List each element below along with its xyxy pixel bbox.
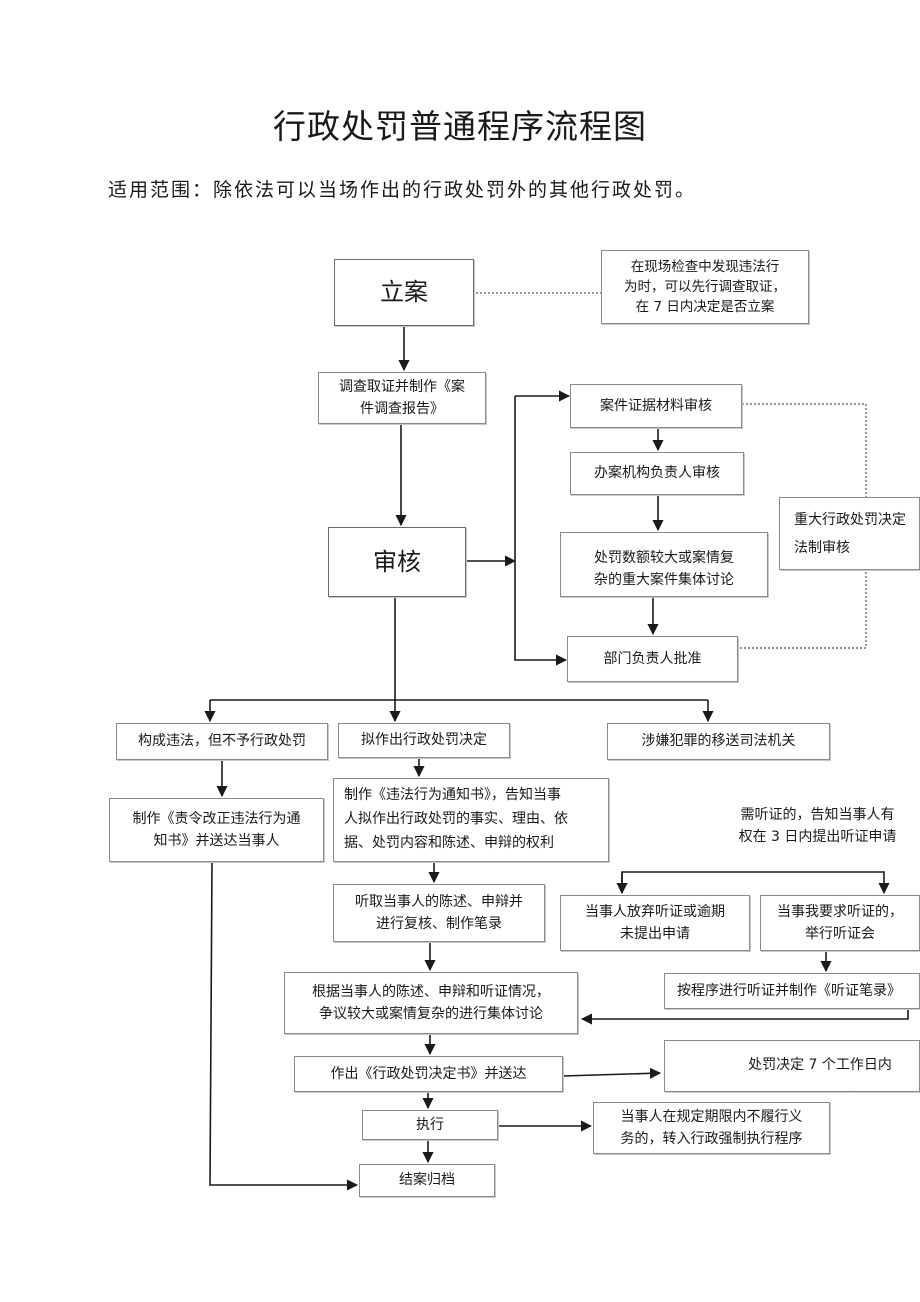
gongkai-label: 处罚决定 7 个工作日内 在单位门户网站公开执行决定信息 [722, 1057, 918, 1091]
zhongda-label: 重大行政处罚决定 法制审核 [794, 512, 906, 556]
zeling-box: 制作《责令改正违法行为通 知书》并送达当事人 [109, 798, 324, 862]
page-title: 行政处罚普通程序流程图 [273, 107, 647, 146]
jiean-label: 结案归档 [399, 1172, 455, 1189]
yisong-box: 涉嫌犯罪的移送司法机关 [607, 723, 830, 760]
diaocha-label: 调查取证并制作《案 件调查报告》 [339, 378, 465, 417]
zuochu-box: 作出《行政处罚决定书》并送达 [294, 1056, 563, 1092]
qiangzhi-box: 当事人在规定期限内不履行义 务的，转入行政强制执行程序 [593, 1102, 830, 1154]
fangqi-box: 当事人放弃听证或逾期 未提出申请 [560, 895, 750, 951]
fuzeren-label: 办案机构负责人审核 [594, 465, 720, 482]
genju-label: 根据当事人的陈述、申辩和听证情况， 争议较大或案情复杂的进行集体讨论 [312, 983, 550, 1022]
shenhe-label: 审核 [373, 547, 421, 576]
cailiao-label: 案件证据材料审核 [600, 397, 712, 414]
pizhun-label: 部门负责人批准 [603, 650, 702, 667]
tingqu-box: 听取当事人的陈述、申辩并 进行复核、制作笔录 [333, 884, 545, 942]
fangqi-label: 当事人放弃听证或逾期 未提出申请 [585, 903, 725, 942]
lian-box: 立案 [334, 259, 474, 326]
qiangzhi-label: 当事人在规定期限内不履行义 务的，转入行政强制执行程序 [620, 1108, 803, 1147]
yisong-label: 涉嫌犯罪的移送司法机关 [641, 733, 796, 750]
gongkai-box: 处罚决定 7 个工作日内 在单位门户网站公开执行决定信息 [664, 1040, 920, 1092]
shuee-label: 处罚数额较大或案情复 杂的重大案件集体讨论 [594, 550, 734, 589]
diaocha-box: 调查取证并制作《案 件调查报告》 [318, 372, 486, 424]
jiean-box: 结案归档 [359, 1164, 495, 1197]
tingzheng-notice-label: 需听证的，告知当事人有 权在 3 日内提出听证申请 [738, 806, 897, 845]
cailiao-box: 案件证据材料审核 [570, 384, 742, 428]
tingzheng-notice: 需听证的，告知当事人有 权在 3 日内提出听证申请 [715, 797, 920, 855]
zuochu-label: 作出《行政处罚决定书》并送达 [330, 1065, 527, 1082]
buyu-box: 构成违法，但不予行政处罚 [116, 723, 328, 760]
shenhe-box: 审核 [328, 527, 466, 597]
lian-note-box: 在现场检查中发现违法行 为时，可以先行调查取证， 在 7 日内决定是否立案 [601, 250, 809, 324]
nizuo-label: 拟作出行政处罚决定 [361, 732, 487, 749]
tongzhi-label: 制作《违法行为通知书》，告知当事 人拟作出行政处罚的事实、理由、依 据、处罚内容… [344, 787, 568, 851]
zeling-label: 制作《责令改正违法行为通 知书》并送达当事人 [132, 810, 301, 849]
fuzeren-box: 办案机构负责人审核 [570, 452, 744, 495]
anchengxu-box: 按程序进行听证并制作《听证笔录》 [664, 973, 920, 1009]
anchengxu-label: 按程序进行听证并制作《听证笔录》 [677, 982, 901, 999]
pizhun-box: 部门负责人批准 [567, 636, 738, 682]
tingqu-label: 听取当事人的陈述、申辩并 进行复核、制作笔录 [355, 893, 523, 932]
zhixing-box: 执行 [362, 1110, 498, 1140]
lian-label: 立案 [380, 278, 428, 307]
scope-text: 适用范围：除依法可以当场作出的行政处罚外的其他行政处罚。 [108, 179, 697, 201]
yaoqiu-label: 当事我要求听证的， 举行听证会 [777, 903, 903, 942]
zhixing-label: 执行 [416, 1116, 444, 1133]
zhongda-box: 重大行政处罚决定 法制审核 [779, 497, 920, 570]
buyu-label: 构成违法，但不予行政处罚 [138, 733, 306, 750]
shuee-box: 处罚数额较大或案情复 杂的重大案件集体讨论 [560, 532, 768, 597]
tongzhi-box: 制作《违法行为通知书》，告知当事 人拟作出行政处罚的事实、理由、依 据、处罚内容… [333, 778, 609, 862]
lian-note-label: 在现场检查中发现违法行 为时，可以先行调查取证， 在 7 日内决定是否立案 [624, 258, 786, 316]
nizuo-box: 拟作出行政处罚决定 [338, 723, 510, 758]
genju-box: 根据当事人的陈述、申辩和听证情况， 争议较大或案情复杂的进行集体讨论 [284, 972, 578, 1034]
yaoqiu-box: 当事我要求听证的， 举行听证会 [760, 895, 920, 951]
